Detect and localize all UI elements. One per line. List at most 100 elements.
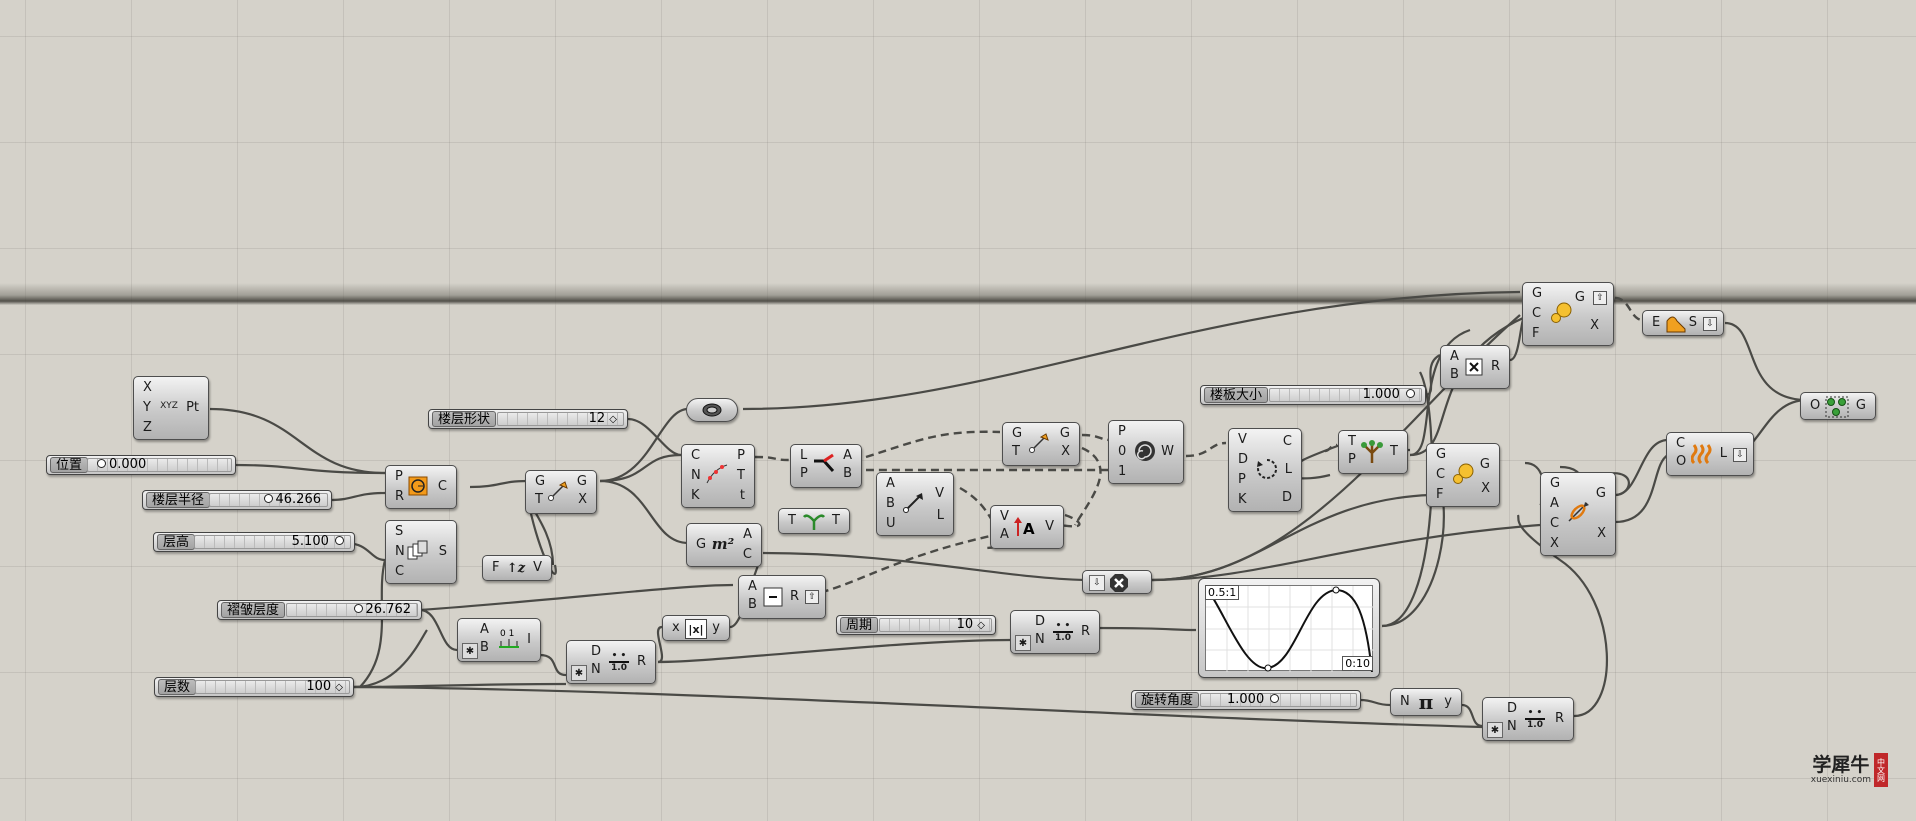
slider-grip-icon[interactable] — [263, 494, 273, 503]
series-component[interactable]: S N C S — [385, 520, 457, 584]
input-factor[interactable]: F — [1436, 487, 1444, 502]
input-radius[interactable]: R — [395, 489, 405, 504]
move-component[interactable]: G T G X — [525, 470, 597, 514]
output-geometry[interactable]: G — [1595, 486, 1606, 501]
input-y[interactable]: Y — [143, 400, 151, 415]
input-step[interactable]: N — [395, 544, 405, 559]
input-tree[interactable]: T — [1348, 434, 1356, 449]
rotate-axis-component[interactable]: G A C X G X — [1540, 472, 1616, 556]
output-domain[interactable]: D — [1281, 490, 1292, 505]
input-x[interactable]: x — [672, 620, 680, 635]
output-parameters[interactable]: t — [739, 488, 745, 503]
input-stream-1[interactable]: 1 — [1118, 464, 1127, 479]
input-b[interactable]: B — [480, 640, 489, 655]
input-curve[interactable]: C — [691, 448, 701, 463]
output-result[interactable]: R — [789, 589, 799, 604]
output-vector[interactable]: V — [533, 560, 542, 575]
asterisk-icon[interactable]: ✱ — [1015, 635, 1031, 651]
slider-track[interactable] — [879, 618, 992, 632]
input-tree[interactable]: T — [788, 513, 796, 528]
input-path[interactable]: P — [1348, 452, 1356, 467]
output-result[interactable]: R — [1490, 359, 1500, 374]
output-tangents[interactable]: T — [737, 468, 745, 483]
input-center[interactable]: C — [1550, 516, 1560, 531]
output-tree[interactable]: T — [832, 513, 840, 528]
division-component-3[interactable]: D N ✱ • •1.0 R — [1482, 697, 1574, 741]
input-b[interactable]: B — [886, 496, 895, 511]
geometry-output-component[interactable]: O G — [1800, 392, 1876, 420]
output-series[interactable]: S — [438, 544, 447, 559]
range-component[interactable]: A B ✱ 0 1 I — [457, 618, 541, 662]
output-transform[interactable]: X — [1481, 481, 1490, 496]
input-object[interactable]: O — [1810, 398, 1821, 413]
position-slider[interactable]: 位置 0.000 — [46, 455, 236, 475]
flatten-down-icon[interactable]: ⇩ — [1733, 448, 1747, 462]
diamond-grip-icon[interactable]: ◇ — [609, 414, 617, 425]
input-pattern[interactable]: P — [1118, 424, 1126, 439]
output-result[interactable]: R — [1554, 711, 1564, 726]
slider-grip-icon[interactable] — [97, 459, 106, 468]
output-weave[interactable]: W — [1161, 444, 1174, 459]
slider-grip-icon[interactable] — [335, 536, 344, 545]
flatten-down-icon[interactable]: ⇩ — [1703, 317, 1717, 331]
input-stream-0[interactable]: 0 — [1118, 444, 1127, 459]
output-circle[interactable]: C — [437, 479, 447, 494]
line-component[interactable]: L P A B — [790, 444, 862, 488]
output-result[interactable]: R — [636, 654, 646, 669]
vector-2pt-component[interactable]: A B U V L — [876, 472, 954, 536]
input-geometry[interactable]: G — [1436, 447, 1447, 462]
graph-mapper-component[interactable]: 0.5:1 0:10 — [1198, 578, 1380, 678]
input-options[interactable]: O — [1676, 454, 1687, 469]
input-count[interactable]: N — [691, 468, 701, 483]
input-amplitude[interactable]: A — [1000, 527, 1009, 542]
input-curves[interactable]: C — [1676, 436, 1686, 451]
move-component-2[interactable]: G T G X — [1002, 422, 1080, 466]
input-kinks[interactable]: K — [691, 488, 700, 503]
unit-z-component[interactable]: F ↑z V — [482, 555, 552, 581]
input-factor[interactable]: F — [1532, 326, 1540, 341]
circle-component[interactable]: P R C — [385, 465, 457, 509]
input-geometry[interactable]: G — [535, 474, 546, 489]
input-divisor[interactable]: N — [591, 662, 601, 677]
subtract-component[interactable]: A B R ⇧ — [738, 575, 826, 619]
output-y[interactable]: y — [712, 620, 720, 635]
rotation-angle-slider[interactable]: 旋转角度 1.000 — [1131, 690, 1361, 710]
input-vertices[interactable]: V — [1238, 432, 1247, 447]
diamond-grip-icon[interactable]: ◇ — [335, 682, 343, 693]
input-count[interactable]: C — [395, 564, 405, 579]
tree-branch-component[interactable]: T P T — [1338, 430, 1408, 474]
input-axis[interactable]: X — [1550, 536, 1559, 551]
input-geometry[interactable]: G — [1012, 426, 1023, 441]
floor-radius-slider[interactable]: 楼层半径 46.266 — [142, 490, 332, 510]
input-divisor[interactable]: N — [1507, 719, 1517, 734]
input-factor[interactable]: N — [1400, 694, 1410, 709]
output-b[interactable]: B — [843, 466, 852, 481]
output-transform[interactable]: X — [578, 492, 587, 507]
output-transform[interactable]: X — [1597, 526, 1606, 541]
pi-component[interactable]: N π y — [1390, 688, 1462, 716]
flag-icon[interactable]: ⇧ — [1593, 291, 1607, 305]
flatten-component[interactable]: ⇩ — [1082, 570, 1152, 594]
input-dividend[interactable]: D — [591, 644, 602, 659]
division-component[interactable]: D N ✱ • •1.0 R — [566, 640, 656, 684]
input-center[interactable]: C — [1532, 306, 1542, 321]
division-component-2[interactable]: D N ✱ • •1.0 R — [1010, 610, 1100, 654]
extrude-component[interactable]: E S ⇩ — [1642, 310, 1724, 336]
input-unitize[interactable]: U — [886, 516, 896, 531]
output-y[interactable]: y — [1444, 694, 1452, 709]
curve-frames-component[interactable]: V D P K C L D — [1228, 428, 1302, 512]
output-tree[interactable]: T — [1390, 444, 1398, 459]
polygon-relay-component[interactable] — [686, 398, 738, 422]
input-pattern[interactable]: P — [800, 466, 808, 481]
diamond-grip-icon[interactable]: ◇ — [977, 620, 985, 631]
output-result[interactable]: R — [1080, 624, 1090, 639]
input-translation[interactable]: T — [1012, 444, 1020, 459]
slider-track[interactable] — [87, 458, 232, 472]
input-geometry[interactable]: G — [696, 537, 707, 552]
input-b[interactable]: B — [1450, 367, 1459, 382]
slider-track[interactable] — [286, 603, 418, 617]
divide-curve-component[interactable]: C N K P T t — [681, 444, 755, 508]
output-points[interactable]: P — [737, 448, 745, 463]
input-a[interactable]: A — [748, 579, 757, 594]
slider-grip-icon[interactable] — [1406, 389, 1415, 398]
